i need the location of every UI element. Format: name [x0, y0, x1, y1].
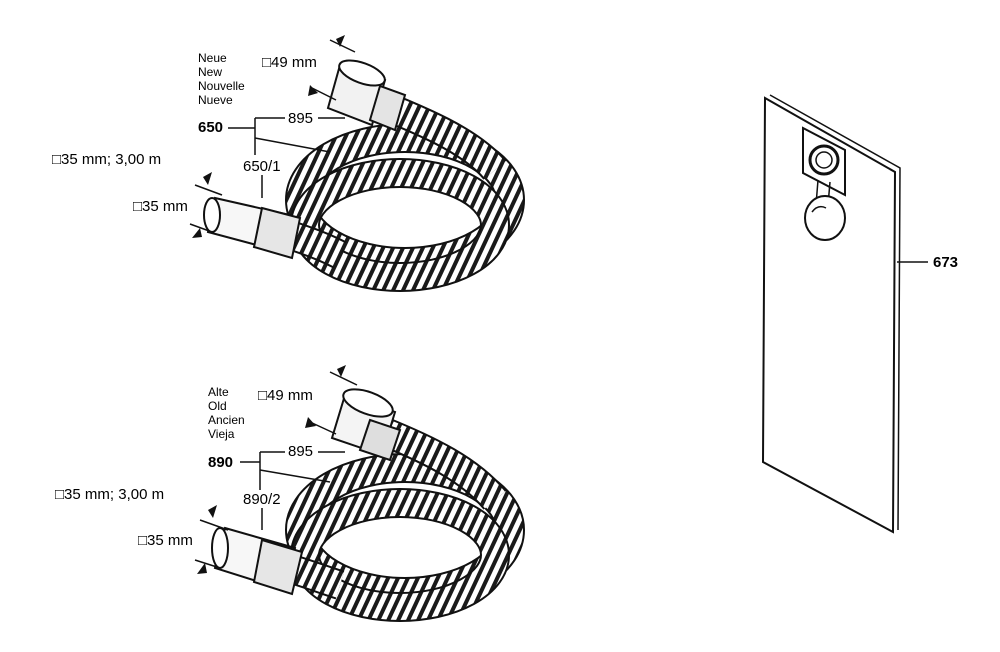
- lower-leaders: [194, 371, 358, 569]
- upper-status-line-2: New: [198, 65, 223, 79]
- lower-diam-small: □35 mm: [138, 532, 193, 549]
- upper-big-cuff: [326, 59, 407, 132]
- lower-hose-spec: □35 mm; 3,00 m: [55, 486, 165, 503]
- lower-part-nozzle: 895: [288, 443, 314, 460]
- lower-status-line-2: Old: [208, 399, 227, 413]
- upper-diam-big: □49 mm: [262, 54, 317, 71]
- lower-status-line-3: Ancien: [208, 413, 245, 427]
- upper-small-cuff: [203, 196, 302, 260]
- lower-status-line-1: Alte: [208, 385, 229, 399]
- upper-part-nozzle: 895: [288, 110, 314, 127]
- lower-part-sub: 890/2: [243, 491, 281, 508]
- upper-diam-small: □35 mm: [133, 198, 188, 215]
- upper-hose: [203, 59, 525, 292]
- upper-part-main: 650: [198, 119, 224, 136]
- lower-arrows: [197, 365, 346, 574]
- dust-bag: [761, 94, 901, 534]
- upper-leaders: [189, 39, 356, 233]
- upper-status-line-3: Nouvelle: [198, 79, 245, 93]
- bag-part-number: 673: [933, 254, 959, 271]
- upper-status-line-4: Nueve: [198, 93, 233, 107]
- lower-hose: [211, 388, 525, 622]
- lower-status-line-4: Vieja: [208, 427, 235, 441]
- lower-small-cuff: [211, 526, 304, 596]
- upper-status-line-1: Neue: [198, 51, 227, 65]
- upper-part-sub: 650/1: [243, 158, 281, 175]
- upper-hose-spec: □35 mm; 3,00 m: [52, 151, 162, 168]
- lower-part-main: 890: [208, 454, 234, 471]
- lower-big-cuff: [330, 388, 402, 462]
- upper-arrows: [192, 35, 345, 238]
- lower-diam-big: □49 mm: [258, 387, 313, 404]
